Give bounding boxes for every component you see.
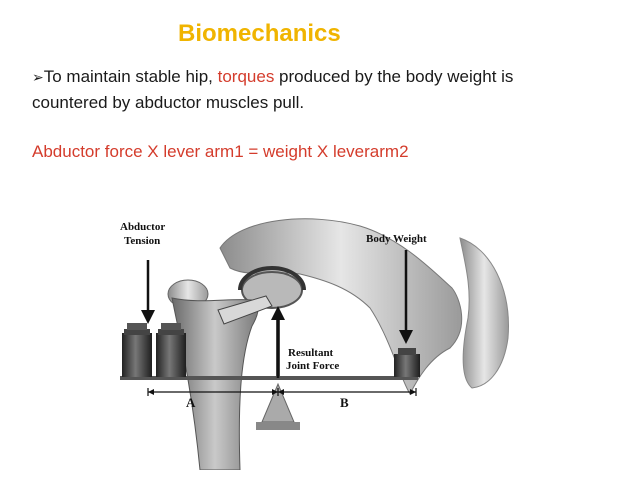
body-weight-arrow xyxy=(399,250,413,344)
paragraph-line1-rest: produced by the body weight is xyxy=(274,67,514,86)
femur-shaft xyxy=(171,297,259,470)
abductor-tension-arrow xyxy=(141,260,155,324)
bullet-paragraph: ➢To maintain stable hip, torques produce… xyxy=(32,64,617,116)
lever-bar xyxy=(120,376,418,380)
paragraph-line2: countered by abductor muscles pull. xyxy=(32,93,305,112)
resultant-force-arrow xyxy=(271,306,285,378)
resultant-label-line1: Resultant xyxy=(288,347,334,359)
paragraph-highlight: torques xyxy=(217,67,275,86)
body-weight-label: Body Weight xyxy=(366,233,427,245)
body-weight-block xyxy=(394,348,420,377)
hip-lever-diagram: Abductor Tension Body Weight Resultant J… xyxy=(100,208,520,470)
paragraph-prefix: To maintain stable hip, xyxy=(43,67,218,86)
dimension-line xyxy=(147,388,417,396)
hip-lever-illustration: Abductor Tension Body Weight Resultant J… xyxy=(120,218,509,470)
abductor-label-line2: Tension xyxy=(124,235,160,247)
segment-a-label: A xyxy=(186,395,196,410)
segment-b-label: B xyxy=(340,395,349,410)
abductor-weights xyxy=(122,323,186,377)
ischium-shape xyxy=(459,237,509,389)
right-arrow-bullet-icon: ➢ xyxy=(32,69,44,85)
lever-formula: Abductor force X lever arm1 = weight X l… xyxy=(32,142,409,161)
abductor-label-line1: Abductor xyxy=(120,221,165,233)
prosthesis-neck xyxy=(217,295,273,325)
acetabular-cup xyxy=(238,266,306,291)
resultant-label-line2: Joint Force xyxy=(286,360,339,372)
slide-title: Biomechanics xyxy=(178,20,341,47)
